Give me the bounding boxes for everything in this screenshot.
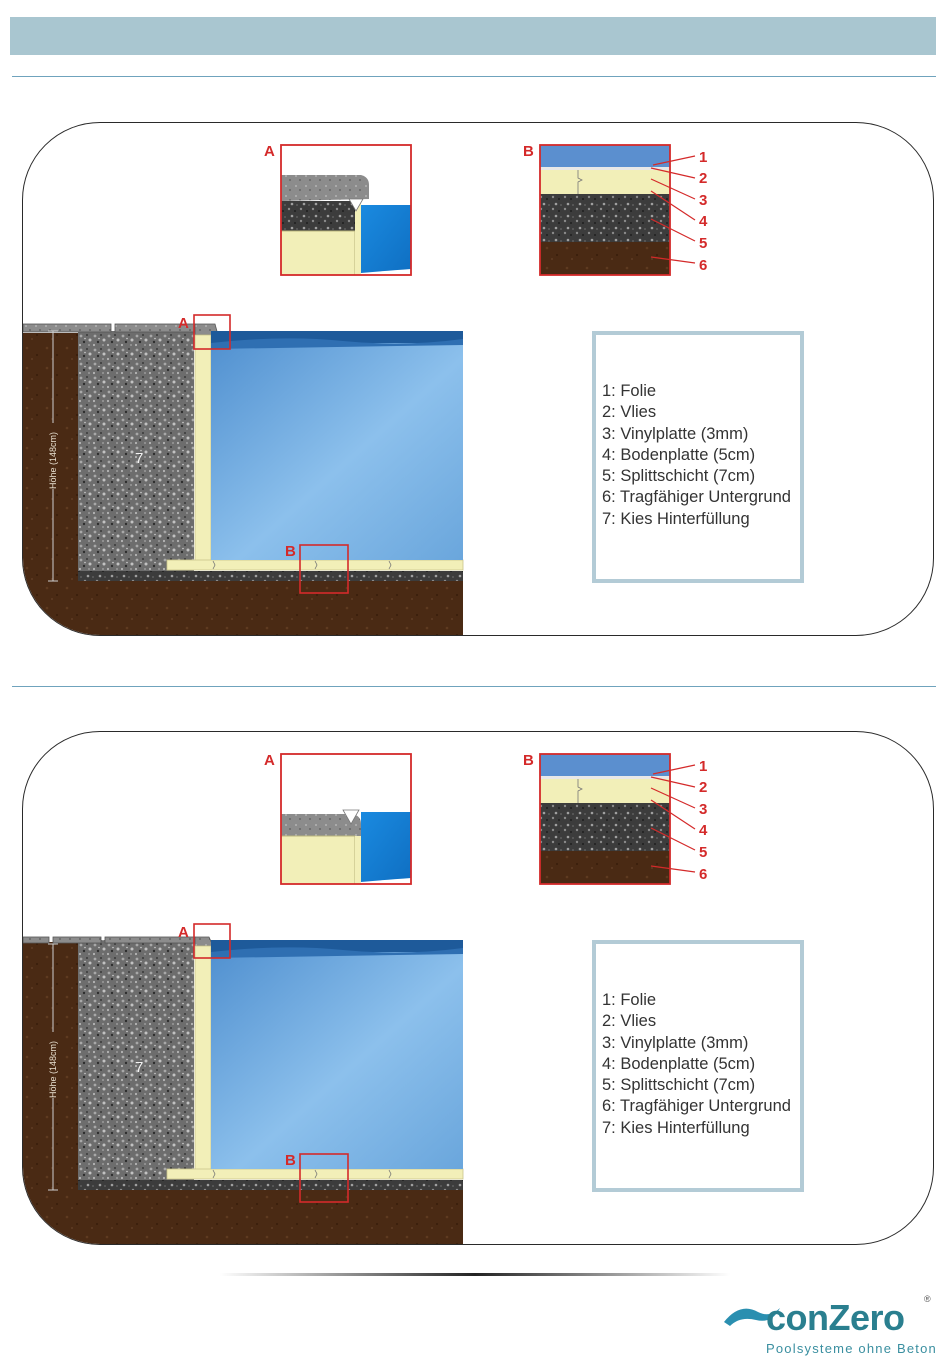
legend-item: 6: Tragfähiger Untergrund bbox=[602, 1097, 791, 1116]
legend-list: 1: Folie 2: Vlies 3: Vinylplatte (3mm) 4… bbox=[602, 381, 791, 530]
diagram-panel-2: Höhe (148cm) 7 A B A B bbox=[22, 731, 934, 1245]
conzero-logo: conZero ® Poolsysteme ohne Beton bbox=[722, 1294, 938, 1366]
pool-water bbox=[211, 944, 463, 1169]
soil-layer bbox=[23, 942, 463, 1244]
layer-number: 1 bbox=[699, 149, 707, 166]
pool-cross-section-2: Höhe (148cm) 7 A B A B bbox=[23, 752, 708, 1244]
layer-number: 6 bbox=[699, 866, 707, 883]
gravel-bed bbox=[78, 1180, 463, 1190]
header-bar bbox=[10, 17, 936, 55]
coping-stone bbox=[23, 936, 50, 944]
callout-label-a: A bbox=[178, 315, 189, 332]
layer-number: 3 bbox=[699, 192, 707, 209]
layer-number: 1 bbox=[699, 758, 707, 775]
detail-b-label: B bbox=[523, 143, 534, 160]
callout-box-b bbox=[299, 544, 349, 594]
vinyl-wall bbox=[194, 945, 212, 1173]
backfill-number: 7 bbox=[135, 1059, 143, 1076]
detail-b: B 1 2 3 4 5 6 bbox=[523, 143, 708, 276]
legend-item: 3: Vinylplatte (3mm) bbox=[602, 1033, 749, 1052]
height-label: Höhe (148cm) bbox=[48, 432, 58, 489]
callout-box-a bbox=[193, 923, 231, 959]
layer-number: 2 bbox=[699, 779, 707, 796]
logo-wordmark: conZero bbox=[766, 1297, 905, 1338]
logo-tagline: Poolsysteme ohne Beton bbox=[766, 1341, 937, 1356]
legend-item: 5: Splittschicht (7cm) bbox=[602, 467, 756, 486]
callout-box-a bbox=[193, 314, 231, 350]
gravel-bed bbox=[78, 571, 463, 581]
callout-label-b: B bbox=[285, 543, 296, 560]
callout-box-b bbox=[299, 1153, 349, 1203]
gravel-backfill bbox=[78, 331, 194, 571]
detail-a-label: A bbox=[264, 143, 275, 160]
legend-item: 7: Kies Hinterfüllung bbox=[602, 509, 750, 528]
layer-number: 4 bbox=[699, 213, 708, 230]
wave-icon bbox=[724, 1308, 780, 1326]
legend-item: 7: Kies Hinterfüllung bbox=[602, 1118, 750, 1137]
detail-a: A bbox=[264, 752, 412, 885]
legend-item: 2: Vlies bbox=[602, 403, 657, 422]
footer-line bbox=[220, 1273, 730, 1276]
layer-number: 2 bbox=[699, 170, 707, 187]
top-divider bbox=[12, 76, 936, 77]
coping-stone bbox=[23, 323, 112, 333]
detail-b-label: B bbox=[523, 752, 534, 769]
legend-item: 3: Vinylplatte (3mm) bbox=[602, 424, 749, 443]
legend-item: 6: Tragfähiger Untergrund bbox=[602, 488, 791, 507]
legend-item: 1: Folie bbox=[602, 991, 657, 1009]
soil-layer bbox=[23, 333, 463, 635]
detail-b: B 1 2 3 4 5 6 bbox=[523, 752, 708, 885]
detail-a-label: A bbox=[264, 752, 275, 769]
layer-number: 4 bbox=[699, 822, 708, 839]
legend-item: 5: Splittschicht (7cm) bbox=[602, 1076, 756, 1095]
detail-a: A bbox=[264, 143, 412, 276]
gravel-backfill bbox=[78, 940, 194, 1180]
height-label: Höhe (148cm) bbox=[48, 1041, 58, 1098]
middle-divider bbox=[12, 686, 936, 687]
layer-number: 5 bbox=[699, 844, 707, 861]
layer-number: 6 bbox=[699, 257, 707, 274]
pool-water bbox=[211, 335, 463, 560]
legend-box: 1: Folie 2: Vlies 3: Vinylplatte (3mm) 4… bbox=[592, 940, 804, 1192]
legend-box: 1: Folie 2: Vlies 3: Vinylplatte (3mm) 4… bbox=[592, 331, 804, 583]
legend-list: 1: Folie 2: Vlies 3: Vinylplatte (3mm) 4… bbox=[602, 990, 791, 1139]
backfill-number: 7 bbox=[135, 450, 143, 467]
legend-item: 1: Folie bbox=[602, 382, 657, 400]
registered-mark: ® bbox=[924, 1294, 931, 1304]
vinyl-wall bbox=[194, 334, 212, 564]
pool-cross-section-1: Höhe (148cm) 7 A B A bbox=[23, 143, 708, 635]
layer-number: 3 bbox=[699, 801, 707, 818]
legend-item: 2: Vlies bbox=[602, 1012, 657, 1031]
callout-label-a: A bbox=[178, 924, 189, 941]
coping-stone bbox=[52, 936, 102, 944]
callout-label-b: B bbox=[285, 1152, 296, 1169]
diagram-panel-1: Höhe (148cm) 7 A B A bbox=[22, 122, 934, 636]
legend-item: 4: Bodenplatte (5cm) bbox=[602, 445, 756, 464]
legend-item: 4: Bodenplatte (5cm) bbox=[602, 1054, 756, 1073]
layer-number: 5 bbox=[699, 235, 707, 252]
